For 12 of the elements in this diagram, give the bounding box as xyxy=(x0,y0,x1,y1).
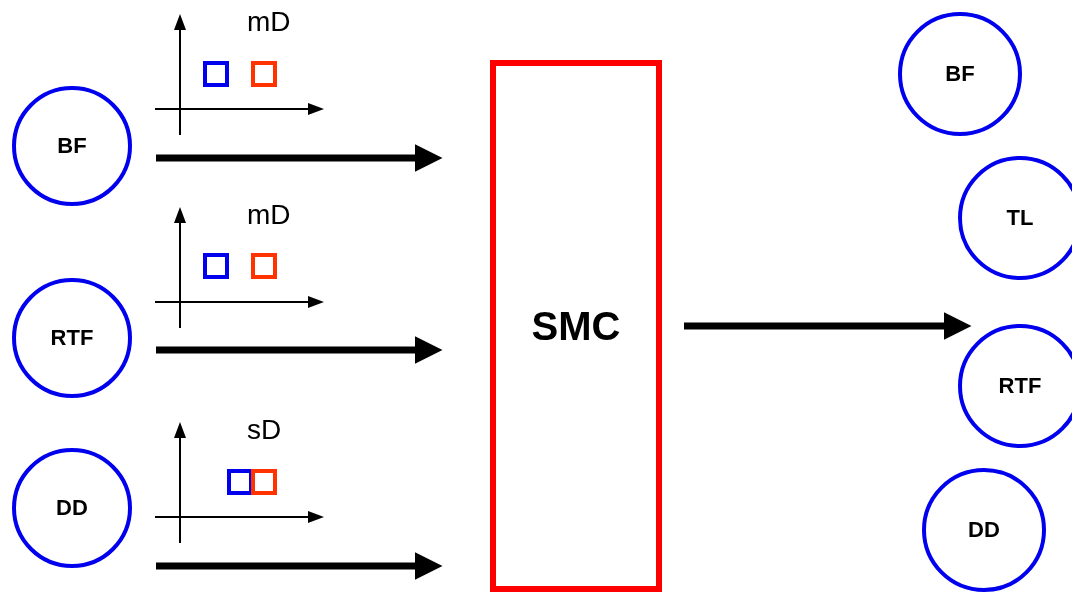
node-label: TL xyxy=(1006,205,1034,231)
node-label: SMC xyxy=(531,303,621,349)
chart-label: mD xyxy=(247,8,291,36)
node-label: DD xyxy=(56,495,88,521)
node-label: DD xyxy=(968,517,1000,543)
chart-label: sD xyxy=(247,416,282,444)
chart-label: mD xyxy=(247,201,291,229)
node-label: RTF xyxy=(998,373,1042,399)
process-box xyxy=(490,60,662,592)
node-label: RTF xyxy=(50,325,94,351)
node-label: BF xyxy=(945,61,975,87)
node-label: BF xyxy=(57,133,87,159)
